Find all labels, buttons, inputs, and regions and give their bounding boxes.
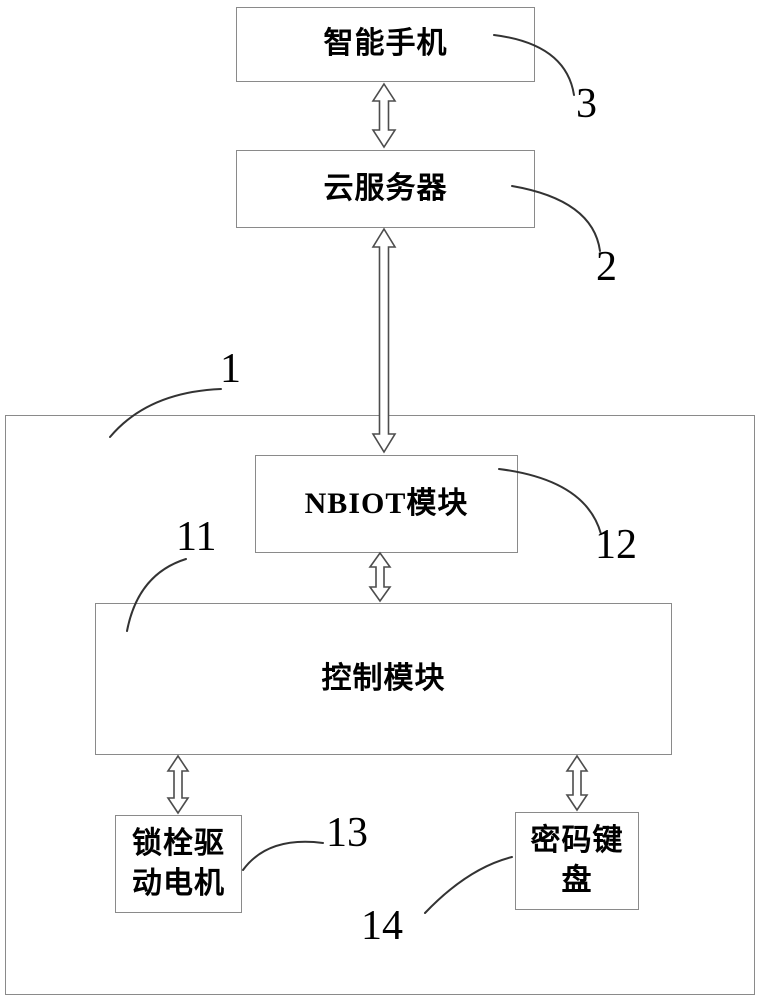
box-nbiot-module: NBIOT模块 <box>255 455 518 553</box>
box-nbiot-module-label: NBIOT模块 <box>304 486 469 520</box>
box-smartphone: 智能手机 <box>236 7 535 82</box>
ref-label-cloud-server: 2 <box>596 244 617 290</box>
box-keypad: 密码键盘 <box>515 812 639 910</box>
ref-label-control: 11 <box>176 514 217 560</box>
ref-label-lock-motor: 13 <box>326 810 368 856</box>
box-lock-motor-label: 锁栓驱动电机 <box>132 826 225 901</box>
box-cloud-server-label: 云服务器 <box>323 171 448 205</box>
box-cloud-server: 云服务器 <box>236 150 535 228</box>
ref-label-smartphone: 3 <box>576 81 597 127</box>
ref-label-nbiot: 12 <box>595 522 637 568</box>
box-control-module-label: 控制模块 <box>321 661 446 695</box>
box-smartphone-label: 智能手机 <box>323 27 448 61</box>
double-arrow-smartphone-cloud <box>371 82 397 149</box>
ref-label-keypad: 14 <box>361 903 403 949</box>
ref-label-outer-unit: 1 <box>220 346 241 392</box>
box-lock-motor: 锁栓驱动电机 <box>115 815 242 913</box>
box-control-module: 控制模块 <box>95 603 672 755</box>
box-keypad-label: 密码键盘 <box>530 823 624 898</box>
